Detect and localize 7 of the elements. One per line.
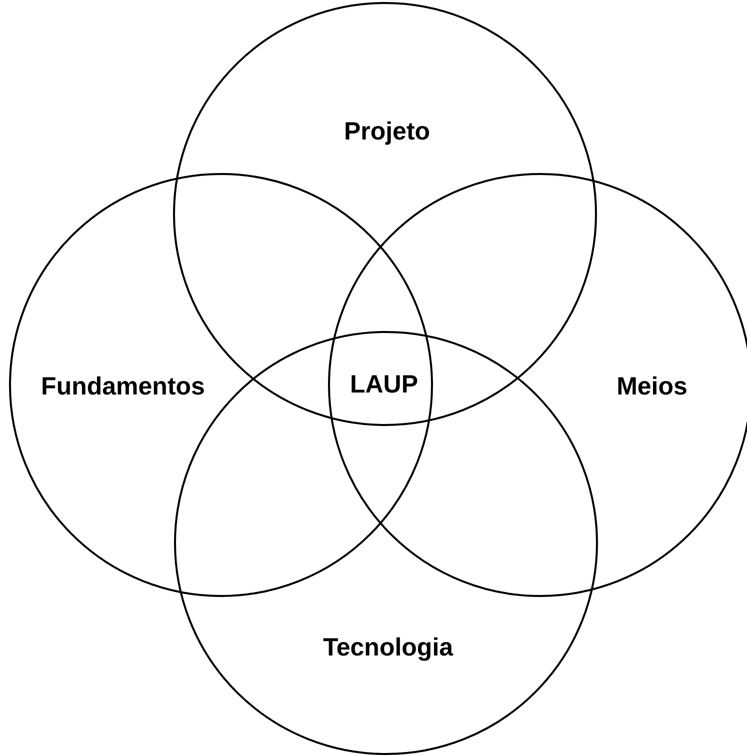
- venn-circle: [9, 173, 433, 597]
- set-label: Projeto: [344, 118, 430, 146]
- set-label: Fundamentos: [41, 372, 205, 402]
- venn-circle: [328, 173, 747, 597]
- intersection-label: LAUP: [350, 370, 418, 400]
- set-label: Tecnologia: [322, 634, 454, 662]
- set-label: Meios: [616, 372, 688, 402]
